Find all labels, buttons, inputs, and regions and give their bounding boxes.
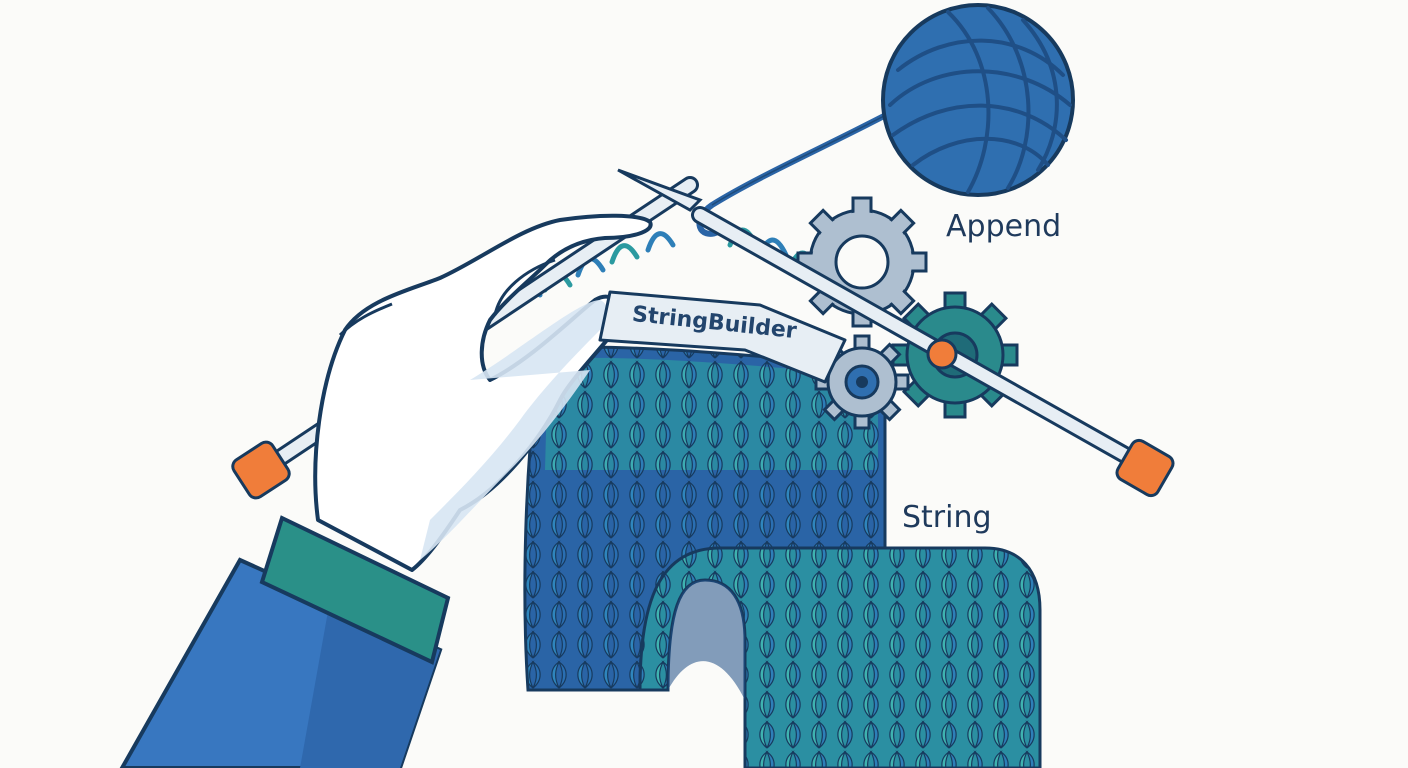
stringbuilder-band: StringBuilder — [598, 290, 847, 384]
string-label: String — [902, 500, 992, 535]
knitted-fabric-strip — [638, 546, 1042, 768]
knitting-needle-icon — [691, 206, 1175, 498]
yarn-ball-icon — [881, 3, 1075, 197]
knitted-fabric-panel — [523, 345, 887, 692]
sleeve — [119, 515, 451, 768]
append-label: Append — [946, 209, 1061, 244]
hand-icon — [313, 213, 653, 572]
